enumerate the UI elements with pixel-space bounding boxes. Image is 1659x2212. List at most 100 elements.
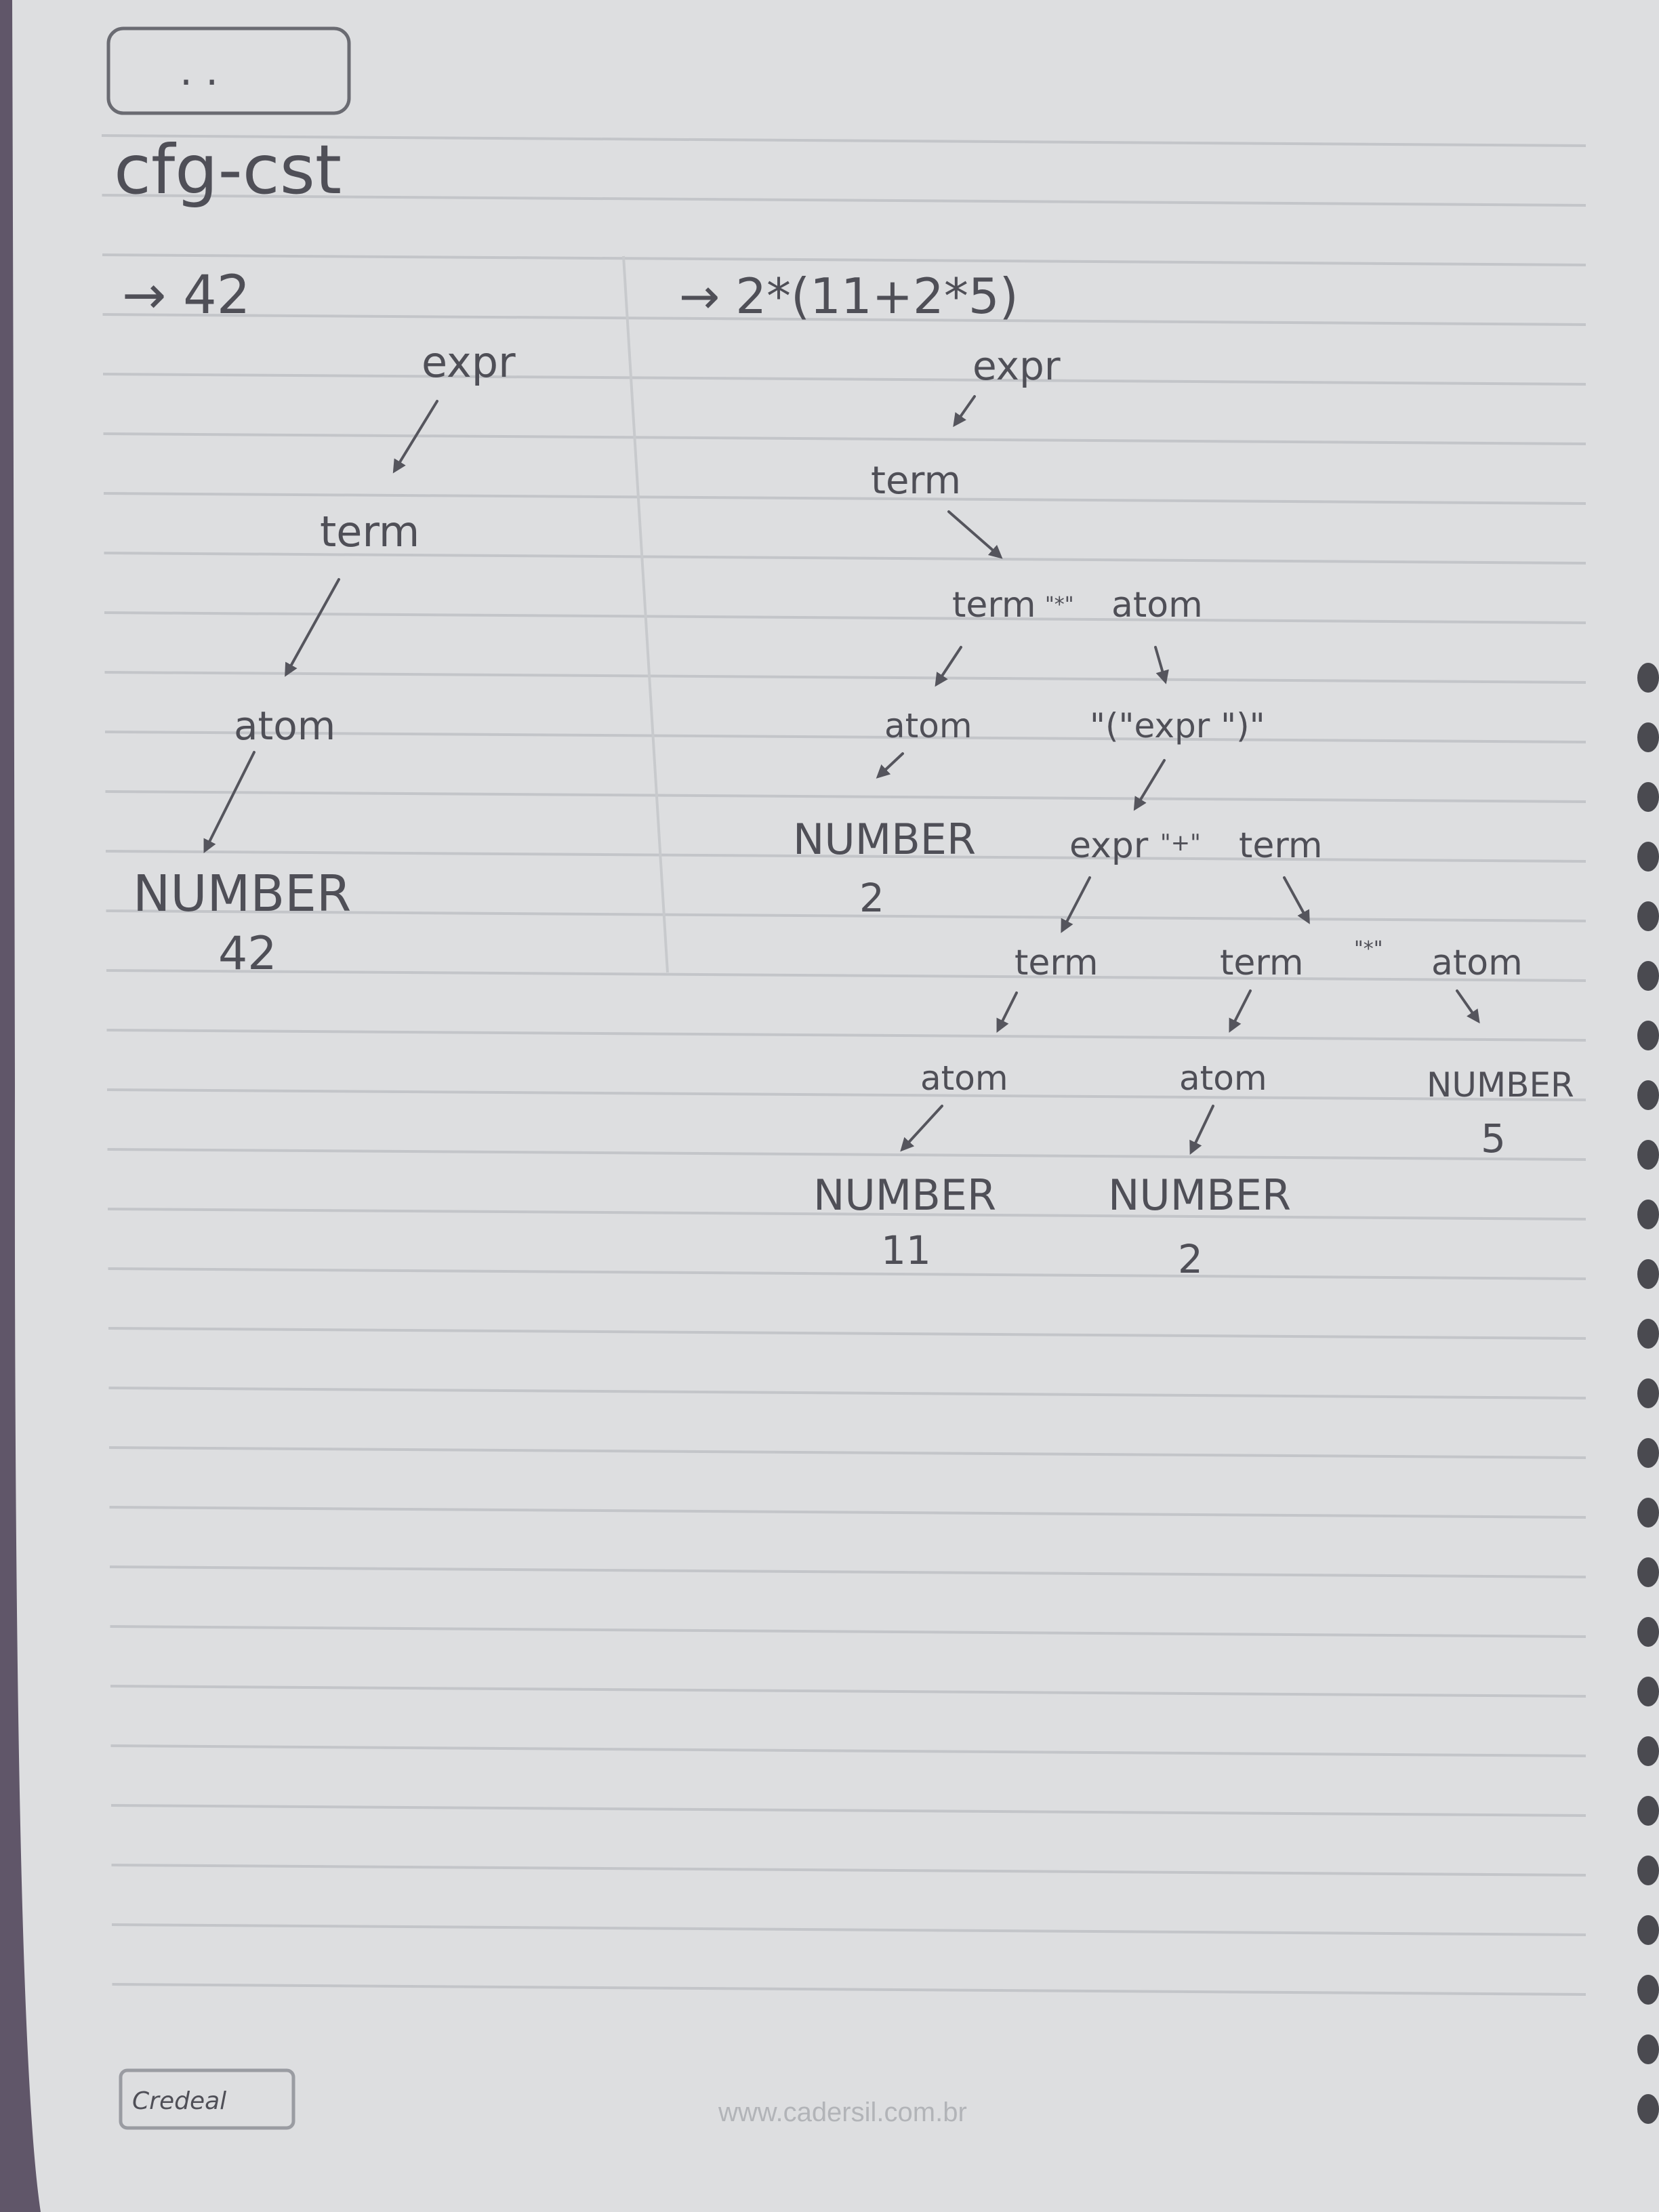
spiral-holes — [1637, 663, 1659, 2124]
spiral-hole — [1637, 1319, 1659, 1349]
spiral-hole — [1637, 1498, 1659, 1528]
date-box — [106, 26, 351, 115]
footer-logo-box — [119, 2068, 295, 2130]
ruled-line — [109, 1506, 1586, 1519]
spiral-hole — [1637, 663, 1659, 693]
right-node-number-2b: NUMBER — [1108, 1170, 1291, 1220]
ruled-line — [103, 432, 1586, 445]
left-node-expr: expr — [422, 337, 516, 387]
ruled-line — [107, 1148, 1586, 1161]
spiral-hole — [1637, 1617, 1659, 1647]
ruled-line — [111, 1864, 1586, 1877]
right-node-term: term — [871, 459, 961, 503]
right-edge-atom-number-5 — [1456, 989, 1480, 1024]
right-node-value-2: 2 — [859, 875, 884, 921]
right-node-atom-c: atom — [1431, 943, 1523, 983]
spiral-hole — [1637, 1259, 1659, 1289]
ruled-lines — [101, 134, 1586, 1996]
right-edge-term-atom-a — [996, 991, 1018, 1033]
right-node-number-2: NUMBER — [793, 815, 976, 864]
spiral-hole — [1637, 901, 1659, 931]
right-node-star: "*" — [1045, 593, 1074, 617]
spiral-hole — [1637, 961, 1659, 991]
ruled-line — [102, 313, 1586, 326]
ruled-line — [102, 373, 1586, 386]
right-edge-expr-term-a — [1061, 876, 1091, 933]
right-edge-term-atom-b — [1229, 989, 1252, 1033]
right-edge-paren-expr — [1133, 759, 1166, 811]
page-title: cfg-cst — [114, 130, 342, 209]
right-parse-tree: → 2*(11+2*5) expr term term "*" atom ato… — [679, 268, 1574, 1282]
ruled-line — [108, 1387, 1586, 1399]
right-node-number-5: NUMBER — [1427, 1065, 1574, 1105]
right-edge-term-b — [1283, 876, 1310, 924]
footer-logo: Credeal — [132, 2087, 226, 2115]
right-node-star-2: "*" — [1354, 937, 1383, 961]
right-node-inner-term: term — [1239, 825, 1323, 866]
date-box-dots: . . — [180, 47, 218, 95]
right-node-expr: expr — [972, 343, 1061, 389]
spiral-hole — [1637, 1378, 1659, 1408]
ruled-line — [110, 1804, 1586, 1817]
right-node-paren-expr: "("expr ")" — [1090, 706, 1265, 745]
spiral-hole — [1637, 842, 1659, 872]
right-node-atom-a: atom — [920, 1059, 1008, 1098]
right-node-value-5: 5 — [1481, 1115, 1506, 1162]
left-parse-tree: → 42 expr term atom NUMBER 42 — [122, 265, 516, 981]
ruled-line — [102, 194, 1586, 207]
ruled-line — [111, 1923, 1586, 1936]
left-edge-expr-term — [392, 400, 438, 474]
ruled-line — [110, 1744, 1586, 1757]
ruled-line — [106, 1088, 1586, 1101]
ruled-line — [112, 1983, 1586, 1996]
ruled-line — [106, 1029, 1586, 1042]
ruled-line — [108, 1267, 1586, 1280]
spiral-hole — [1637, 1736, 1659, 1766]
ruled-line — [109, 1565, 1586, 1578]
spiral-hole — [1637, 1021, 1659, 1050]
right-edge-atom-number — [876, 752, 904, 779]
right-node-term-a: term — [1015, 943, 1099, 983]
spiral-hole — [1637, 2034, 1659, 2064]
right-edge-term-children — [947, 510, 1003, 559]
right-edge-term-atom — [935, 646, 962, 687]
left-node-atom: atom — [234, 703, 335, 749]
right-node-value-11: 11 — [881, 1227, 931, 1273]
ruled-line — [104, 671, 1586, 684]
spiral-hole — [1637, 1080, 1659, 1110]
left-node-number: NUMBER — [133, 865, 351, 923]
right-edge-atom-number-11 — [900, 1105, 943, 1152]
spiral-hole — [1637, 782, 1659, 812]
left-edge-term-atom — [285, 578, 340, 677]
right-node-term-b: term — [1220, 943, 1304, 983]
ruled-line — [105, 850, 1586, 863]
spiral-hole — [1637, 1438, 1659, 1468]
left-edge-atom-number — [203, 751, 255, 853]
spiral-hole — [1637, 1975, 1659, 2005]
ruled-line — [103, 492, 1586, 505]
ruled-line — [102, 253, 1586, 266]
right-node-inner-expr: expr — [1069, 825, 1149, 866]
ruled-line — [110, 1625, 1586, 1638]
ruled-line — [106, 909, 1586, 922]
spiral-hole — [1637, 1796, 1659, 1826]
right-edge-expr-term — [953, 395, 976, 428]
left-node-value: 42 — [218, 927, 277, 981]
paper — [12, 0, 1659, 2212]
spiral-hole — [1637, 1677, 1659, 1706]
right-node-atom-b: atom — [1179, 1059, 1267, 1098]
ruled-line — [104, 611, 1586, 624]
right-node-plus: "+" — [1160, 830, 1201, 857]
column-divider — [622, 255, 669, 973]
ruled-line — [107, 1208, 1586, 1221]
spiral-hole — [1637, 1200, 1659, 1229]
left-node-term: term — [320, 507, 419, 556]
right-node-atom-right: atom — [1111, 585, 1203, 626]
ruled-line — [101, 134, 1586, 147]
spiral-hole — [1637, 1557, 1659, 1587]
right-input: → 2*(11+2*5) — [679, 268, 1019, 325]
ruled-line — [106, 969, 1586, 982]
ruled-line — [104, 552, 1586, 565]
footer-url: www.cadersil.com.br — [718, 2097, 967, 2127]
